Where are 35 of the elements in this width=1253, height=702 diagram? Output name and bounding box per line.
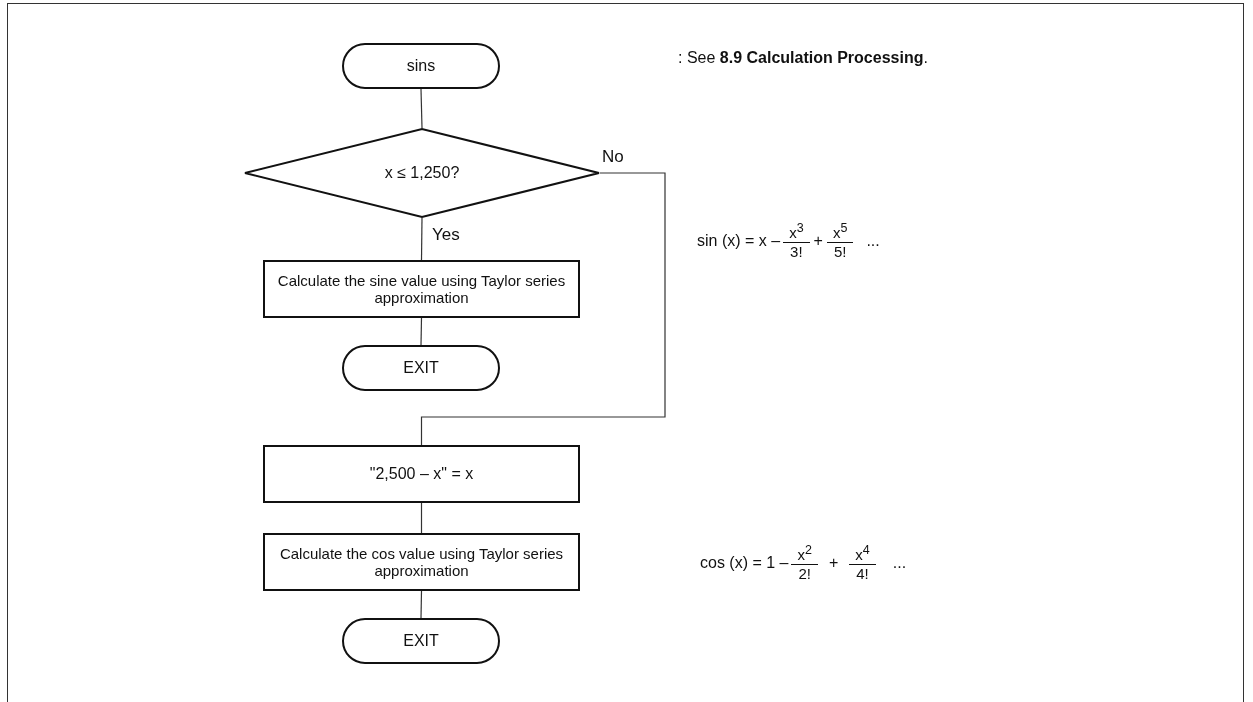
connector-line <box>420 172 666 446</box>
formula-text: + <box>828 553 839 572</box>
formula-text: cos (x) = 1 – <box>700 553 789 572</box>
connector-line <box>420 88 423 129</box>
formula-text: sin (x) = x – <box>697 231 781 250</box>
start-terminal <box>342 43 500 89</box>
end-terminal <box>342 345 500 391</box>
node-text: "2,500 – x" = x <box>368 464 475 484</box>
node-text: Calculate the cos value using Taylor series approximation <box>278 544 565 580</box>
node-text: EXIT <box>402 631 440 651</box>
connector-line <box>420 317 423 346</box>
fraction-numerator: x$^{5}$ <box>826 222 854 243</box>
process-box <box>263 260 580 318</box>
fraction-numerator: x$^{4}$ <box>849 544 876 565</box>
node-text: Calculate the sine value using Taylor series approximation <box>276 271 567 307</box>
process-box <box>263 533 580 591</box>
formula-text: ... <box>866 231 880 250</box>
formula-text: + <box>813 231 823 250</box>
node-text: x ≤ 1,250? <box>383 163 461 183</box>
fraction-numerator: x$^{3}$ <box>783 222 810 243</box>
fraction-denominator: 4! <box>855 564 870 582</box>
decision-diamond <box>244 128 600 218</box>
end-terminal <box>342 618 500 664</box>
fraction-denominator: 3! <box>789 242 804 260</box>
formula-text: ... <box>892 553 907 572</box>
process-box <box>263 445 580 503</box>
fraction-numerator: x$^{2}$ <box>791 544 818 565</box>
node-text: EXIT <box>402 358 440 378</box>
connector-line <box>420 502 423 534</box>
connector-line <box>420 217 423 261</box>
connector-line <box>420 590 423 619</box>
node-text: sins <box>405 56 437 76</box>
fraction-denominator: 5! <box>832 242 848 260</box>
fraction-denominator: 2! <box>797 564 812 582</box>
reference-note: : See 8.9 Calculation Processing. <box>678 49 928 67</box>
